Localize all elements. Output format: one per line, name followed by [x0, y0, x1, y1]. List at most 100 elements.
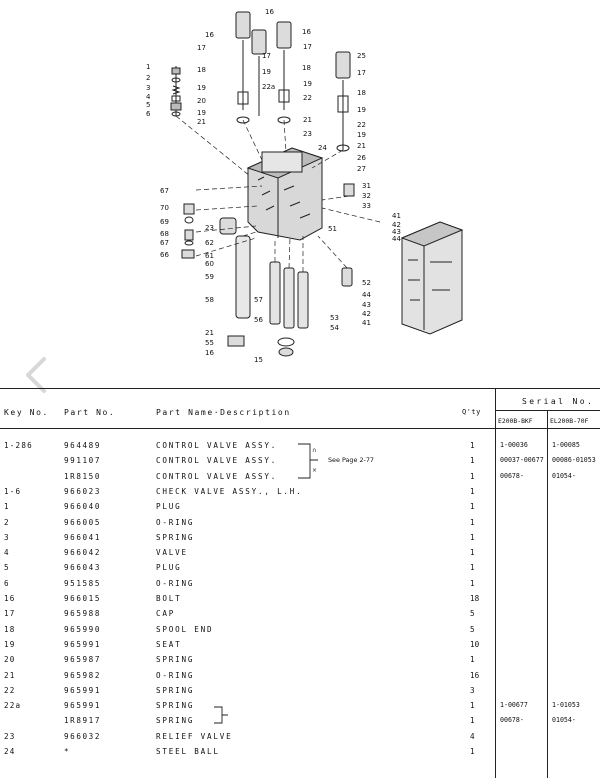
key-no-cell: 4	[4, 548, 10, 558]
callout: 22	[303, 94, 312, 102]
key-no-cell: 23	[4, 731, 16, 741]
callout: 44	[362, 291, 371, 299]
part-no-cell: 966043	[64, 563, 102, 573]
serial-col1-cell: 00037-00677	[500, 456, 544, 465]
key-no-cell: 19	[4, 639, 16, 649]
part-no-cell: 965991	[64, 701, 102, 711]
callout: 59	[205, 273, 214, 281]
qty-cell: 1	[470, 655, 475, 665]
callout: 69	[160, 218, 169, 226]
table-header-rule	[0, 428, 600, 429]
callout: 60	[205, 260, 214, 268]
callout: 24	[318, 144, 327, 152]
callout: 18	[357, 89, 366, 97]
svg-text:∩: ∩	[312, 447, 316, 454]
part-no-cell: 1R8917	[64, 716, 102, 726]
serial-col1-cell: 1-00677	[500, 701, 528, 710]
description-cell: PLUG	[156, 563, 182, 573]
callout: 54	[330, 324, 339, 332]
callout: 68	[160, 230, 169, 238]
description-cell: PLUG	[156, 502, 182, 512]
key-no-cell: 1	[4, 502, 10, 512]
part-no-cell: 964489	[64, 441, 102, 450]
part-no-cell: 965982	[64, 670, 102, 680]
callout: 3	[146, 84, 150, 92]
callout: 53	[330, 314, 339, 322]
callout: 51	[328, 225, 337, 233]
callout: 57	[254, 296, 263, 304]
qty-cell: 1	[470, 502, 475, 512]
part-no-cell: 951585	[64, 578, 102, 588]
callout: 67	[160, 187, 169, 195]
part-no-cell: *	[64, 747, 71, 756]
part-no-cell: 991107	[64, 456, 102, 466]
callout: 16	[205, 31, 214, 39]
callout: 17	[197, 44, 206, 52]
serial-col2-cell: 01054-	[552, 716, 576, 725]
qty-cell: 3	[470, 685, 475, 695]
header-qty: Q'ty	[462, 408, 481, 416]
qty-cell: 1	[470, 716, 475, 726]
part-no-cell: 966023	[64, 486, 102, 496]
description-cell: O-RING	[156, 578, 195, 588]
description-cell: SEAT	[156, 639, 182, 649]
callout: 1	[146, 63, 150, 71]
callout: 32	[362, 192, 371, 200]
description-cell: CONTROL VALVE ASSY.	[156, 456, 278, 466]
callout: 33	[362, 202, 371, 210]
key-no-cell: 6	[4, 578, 10, 588]
description-cell: SPRING	[156, 701, 195, 711]
part-callouts: 16 16 16 17 17 17 18 18 19 19 19 19 20 2…	[146, 8, 401, 364]
callout: 16	[205, 349, 214, 357]
callout: 15	[254, 356, 263, 364]
callout: 16	[265, 8, 274, 16]
chevron-left-icon[interactable]	[22, 355, 52, 395]
qty-cell: 10	[470, 639, 480, 649]
callout: 19	[262, 68, 271, 76]
key-no-cell: 20	[4, 655, 16, 665]
callout: 23	[303, 130, 312, 138]
key-no-cell: 16	[4, 594, 16, 603]
callout: 61	[205, 252, 214, 260]
key-no-cell: 3	[4, 532, 10, 542]
qty-cell: 16	[470, 670, 480, 680]
description-cell: BOLT	[156, 594, 182, 603]
callout: 41	[392, 212, 401, 220]
header-serial-col2: EL200B-70F	[550, 417, 589, 425]
part-no-cell: 965988	[64, 609, 102, 619]
part-no-cell: 965991	[64, 685, 102, 695]
qty-cell: 1	[470, 441, 475, 450]
qty-cell: 1	[470, 548, 475, 558]
serial-col2-cell: 00086-01053	[552, 456, 596, 465]
key-no-cell: 2	[4, 517, 10, 527]
callout: 41	[362, 319, 371, 327]
header-key-no: Key No.	[4, 408, 49, 417]
bracket-symbol	[214, 706, 228, 724]
serial-subcolumn-divider	[547, 411, 548, 778]
callout: 2	[146, 74, 150, 82]
part-no-cell: 965991	[64, 639, 102, 649]
serial-col2-cell: 1-00085	[552, 441, 580, 449]
part-no-cell: 965990	[64, 624, 102, 634]
callout: 21	[205, 329, 214, 337]
part-no-cell: 966041	[64, 532, 102, 542]
header-part-no: Part No.	[64, 408, 116, 417]
description-cell: CAP	[156, 609, 176, 619]
key-no-cell: 1-286	[4, 441, 33, 450]
callout: 56	[254, 316, 263, 324]
callout: 25	[357, 52, 366, 60]
part-no-cell: 1R8150	[64, 471, 102, 481]
callout: 26	[357, 154, 366, 162]
callout: 55	[205, 339, 214, 347]
